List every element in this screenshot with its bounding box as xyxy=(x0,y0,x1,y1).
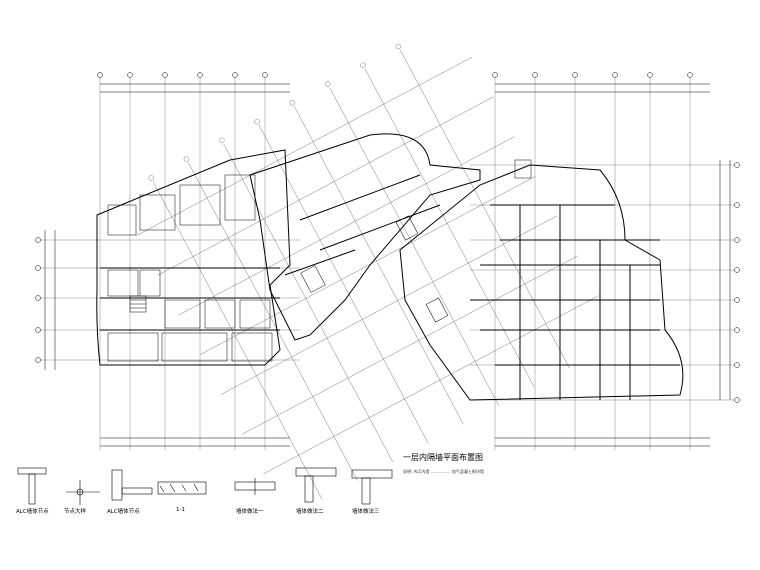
right-wing-grid-bubbles xyxy=(492,72,740,403)
detail-section-1-1 xyxy=(157,481,207,495)
detail-caption: 墙体做法一 xyxy=(236,509,264,515)
detail-caption: 墙体做法三 xyxy=(352,509,380,515)
detail-caption: ALC墙体节点 xyxy=(107,509,140,515)
right-wing-dimensions xyxy=(495,83,731,447)
detail-wall-type-2 xyxy=(295,467,337,503)
right-wing-grid xyxy=(470,78,735,450)
detail-wall-type-3 xyxy=(351,469,393,505)
central-rotated-grid xyxy=(136,43,599,500)
detail-alc-node-2 xyxy=(111,469,153,501)
detail-caption: ALC墙体节点 xyxy=(16,509,49,515)
drawing-note: 说明: ALC内墙 …………… 加气混凝土砌块墙 xyxy=(403,469,484,474)
detail-wall-type-1 xyxy=(234,478,276,495)
left-wing-grid xyxy=(40,78,300,450)
drawing-title: 一层内隔墙平面布置图 xyxy=(403,453,483,462)
detail-alc-node xyxy=(17,467,47,505)
detail-caption: 墙体做法二 xyxy=(296,509,324,515)
left-wing-dimensions xyxy=(44,83,290,447)
left-wing-rooms xyxy=(107,174,273,362)
detail-node xyxy=(66,480,100,505)
detail-caption: 1-1 xyxy=(176,507,185,513)
core-stairs xyxy=(129,159,532,323)
detail-caption: 节点大样 xyxy=(64,509,87,515)
left-wing-grid-bubbles xyxy=(35,72,268,363)
detail-drawings xyxy=(17,467,393,505)
